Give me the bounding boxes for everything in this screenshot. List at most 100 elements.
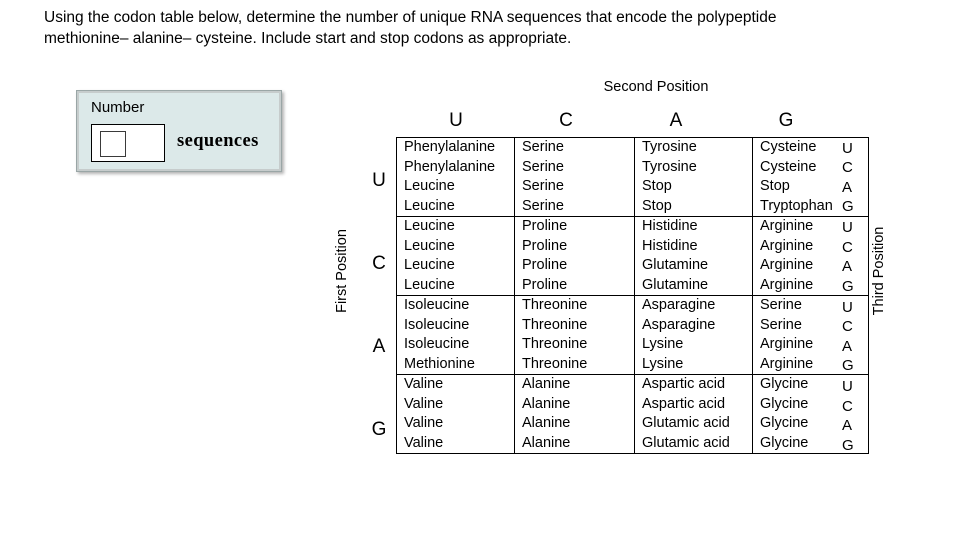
codon-cell: Tyrosine [634,137,753,158]
codon-cell: Arginine [752,256,869,276]
codon-cell: Stop [634,196,753,217]
codon-cell: Threonine [514,354,635,375]
third-position-letter: A [842,178,853,196]
codon-cell: Stop [634,177,753,197]
codon-cell: Arginine [752,236,869,256]
codon-cell: Threonine [514,335,635,355]
codon-cell: Valine [404,395,444,412]
codon-cell: Glycine [752,433,869,454]
third-position-letter: G [842,357,854,374]
codon-cell: Serine [752,295,869,316]
codon-table-figure: Second Position U C A G First Position T… [315,78,915,478]
third-position-letter: A [842,337,853,355]
codon-cell: Valine [404,415,444,431]
codon-cell: Alanine [514,414,635,434]
third-position-letter: U [842,219,853,236]
codon-cell: Arginine [752,335,869,355]
codon-cell: Proline [514,256,635,276]
codon-cell: Glutamic acid [634,433,753,454]
codon-cell: Alanine [514,433,635,454]
codon-cell: Aspartic acid [634,394,753,414]
column-header-g: G [778,110,794,131]
third-position-letter: A [842,258,853,275]
codon-cell: Leucine [404,276,455,293]
codon-cell: Phenylalanine [396,137,515,158]
codon-cell: Isoleucine [404,316,470,333]
third-position-letter: C [842,238,853,256]
codon-cell: Tyrosine [634,157,753,177]
answer-label: Number [91,99,145,116]
question-prompt: Using the codon table below, determine t… [44,9,777,47]
codon-cell: Glycine [752,414,869,434]
codon-cell: Serine [514,196,635,217]
codon-cell: Glycine [752,374,869,395]
third-position-letter: U [842,139,853,157]
third-position-letter: C [842,318,853,335]
answer-input-container[interactable] [91,124,165,162]
codon-cell: Cysteine [752,137,869,158]
codon-cell: Phenylalanine [404,158,496,175]
codon-cell: Glycine [752,394,869,414]
codon-cell: Serine [752,315,869,335]
column-header-c: C [559,110,573,131]
codon-cell: Stop [752,177,869,197]
codon-cell: Alanine [514,394,635,414]
codon-cell: Lysine [634,335,753,355]
codon-cell: Serine [514,157,635,177]
codon-cell: Valine [396,374,515,395]
codon-cell: Isoleucine [396,295,515,316]
codon-cell: Leucine [404,237,455,254]
codon-cell: Serine [514,177,635,197]
codon-cell: Histidine [634,216,753,237]
codon-cell: Alanine [514,374,635,395]
third-position-letter: A [842,417,853,434]
column-header-u: U [449,110,463,131]
third-position-letter: G [842,198,854,215]
codon-cell: Cysteine [752,157,869,177]
answer-entry-box: Number sequences [76,90,282,172]
codon-cell: Arginine [752,275,869,296]
codon-cell: Proline [514,216,635,237]
codon-cell: Asparagine [634,315,753,335]
codon-cell: Aspartic acid [634,374,753,395]
answer-unit-label: sequences [177,131,259,151]
codon-cell: Glutamic acid [634,414,753,434]
answer-input[interactable] [100,131,126,157]
codon-cell: Threonine [514,315,635,335]
codon-cell: Valine [404,434,444,451]
codon-cell: Leucine [404,257,455,273]
row-header-c: C [372,253,386,274]
codon-cell: Proline [514,275,635,296]
column-header-a: A [669,110,683,131]
third-position-letter: G [842,436,854,454]
codon-cell: Leucine [404,197,455,214]
third-position-letter: G [842,277,854,295]
third-position-label: Third Position [871,226,887,316]
codon-cell: Asparagine [634,295,753,316]
codon-cell: Leucine [404,178,455,194]
row-header-u: U [372,170,386,191]
row-header-a: A [372,336,386,357]
third-position-letter: C [842,397,853,415]
codon-cell: Lysine [634,354,753,375]
codon-cell: Arginine [752,354,869,375]
third-position-letter: U [842,378,853,395]
codon-cell: Threonine [514,295,635,316]
codon-cell: Methionine [404,355,475,372]
